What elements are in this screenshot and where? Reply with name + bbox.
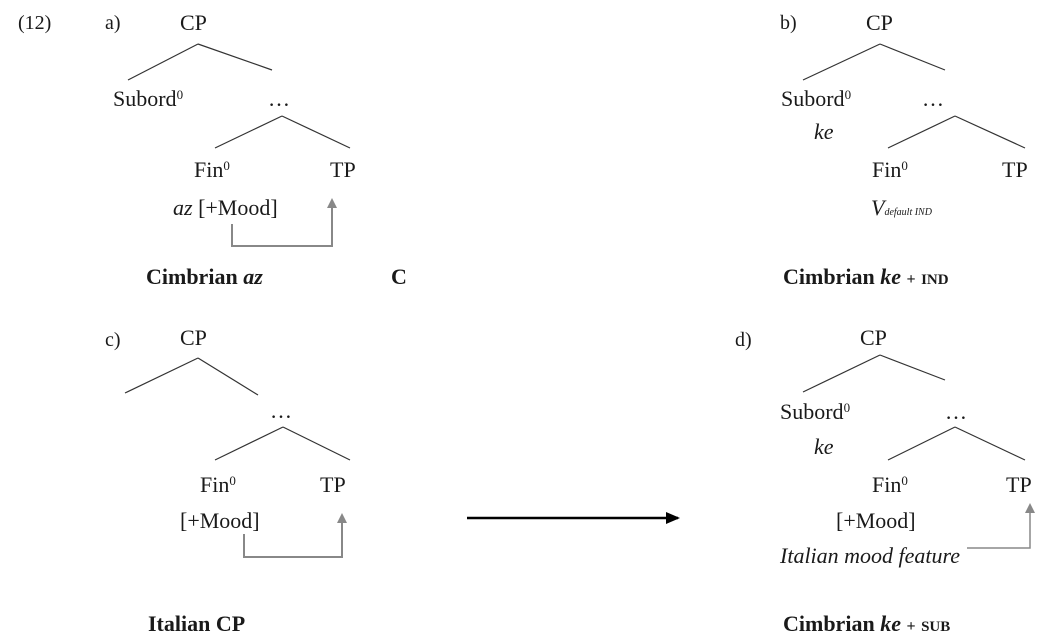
tree-b-cp: CP [866,10,893,35]
tree-c-cp: CP [180,325,207,350]
tree-a-fin: Fin0 [194,159,230,181]
tree-b-subord: Subord0 [781,88,851,110]
tree-d-caption: Cimbrian ke + sub [783,613,950,634]
movement-arrow-a [231,198,337,247]
branch-a-cp-right [197,43,273,71]
tree-d-ke: ke [814,434,834,459]
tree-c-fin-text: Fin [200,472,230,497]
tree-d-subord: Subord0 [780,401,850,423]
tree-d-tp: TP [1006,472,1032,497]
tree-b-caption-word: ke [880,264,901,289]
tree-a-caption: Cimbrian az [146,266,263,288]
tree-a-fin-sup: 0 [223,158,230,173]
branch-d-cp-right [879,354,946,381]
tree-c-caption: Italian CP [148,611,246,634]
example-number: (12) [18,12,52,34]
tree-d-subord-text: Subord [780,399,844,424]
tree-b-label: b) [780,12,797,34]
tree-b-subord-text: Subord [781,86,845,111]
tree-a-label: a) [105,12,121,34]
movement-arrow-d [967,503,1035,549]
tree-b-caption-prefix: Cimbrian [783,264,875,289]
tree-a-tp: TP [330,157,356,182]
branch-b-dots-right [954,115,1026,149]
tree-a-branches [127,43,351,149]
tree-a-subord-sup: 0 [176,87,184,102]
tree-b-branches [802,43,1026,149]
branch-b-cp-right [879,43,946,71]
branch-c-dots-right [282,426,351,461]
tree-b-verb-sub: default IND [884,207,932,218]
movement-arrow-c [243,513,347,558]
branch-d-dots-right [954,426,1026,461]
branch-d-cp-left [802,354,881,393]
tree-b-fin-sup: 0 [901,158,908,173]
tree-d-dots: … [945,399,967,424]
tree-a-caption-c: C [391,264,407,289]
tree-b-caption-mood: ind [921,264,949,289]
tree-a-mood: [+Mood] [198,195,278,220]
tree-c-branches [124,357,351,461]
tree-d-fin: Fin0 [872,474,908,496]
tree-a-subord: Subord0 [113,88,183,110]
tree-a-dots: … [268,86,290,111]
tree-c-feature: [+Mood] [180,508,260,533]
branch-c-dots-left [214,426,284,461]
tree-b-fin-text: Fin [872,157,902,182]
tree-b-verb-v: V [871,195,885,220]
tree-b-caption-plus: + [906,271,916,288]
tree-d-label: d) [735,329,752,351]
branch-c-cp-left [124,357,199,394]
tree-d-fin-text: Fin [872,472,902,497]
tree-a-feature: az [+Mood] [173,197,278,219]
tree-d-branches [802,354,1026,461]
tree-d-subord-sup: 0 [843,400,851,415]
tree-c-tp: TP [320,472,346,497]
tree-b-tp: TP [1002,157,1028,182]
tree-c-fin: Fin0 [200,474,236,496]
branch-b-dots-left [887,115,956,149]
tree-a-subord-text: Subord [113,86,177,111]
tree-b-subord-sup: 0 [844,87,852,102]
tree-c-fin-sup: 0 [229,473,236,488]
tree-b-dots: … [922,86,944,111]
branch-c-cp-right [197,357,259,396]
branch-b-cp-left [802,43,881,81]
tree-d-feature: [+Mood] [836,508,916,533]
tree-d-fin-sup: 0 [901,473,908,488]
tree-a-cp: CP [180,10,207,35]
tree-a-caption-word: az [243,264,263,289]
tree-d-caption-mood: sub [921,611,951,634]
tree-c-label: c) [105,329,121,351]
tree-b-verb: Vdefault IND [871,197,932,219]
tree-b-caption: Cimbrian ke + ind [783,266,949,288]
branch-a-dots-right [281,115,351,149]
tree-d-cp: CP [860,325,887,350]
branch-d-dots-left [887,426,956,461]
branch-a-cp-left [127,43,199,81]
tree-d-caption-word: ke [880,611,901,634]
tree-c-dots: … [270,398,292,423]
tree-b-ke: ke [814,119,834,144]
tree-d-note: Italian mood feature [780,543,961,568]
branch-a-dots-left [214,115,283,149]
tree-a-az: az [173,195,193,220]
tree-d-caption-prefix: Cimbrian [783,611,875,634]
tree-a-fin-text: Fin [194,157,224,182]
tree-d-caption-plus: + [906,618,916,634]
tree-b-fin: Fin0 [872,159,908,181]
tree-a-caption-prefix: Cimbrian [146,264,238,289]
